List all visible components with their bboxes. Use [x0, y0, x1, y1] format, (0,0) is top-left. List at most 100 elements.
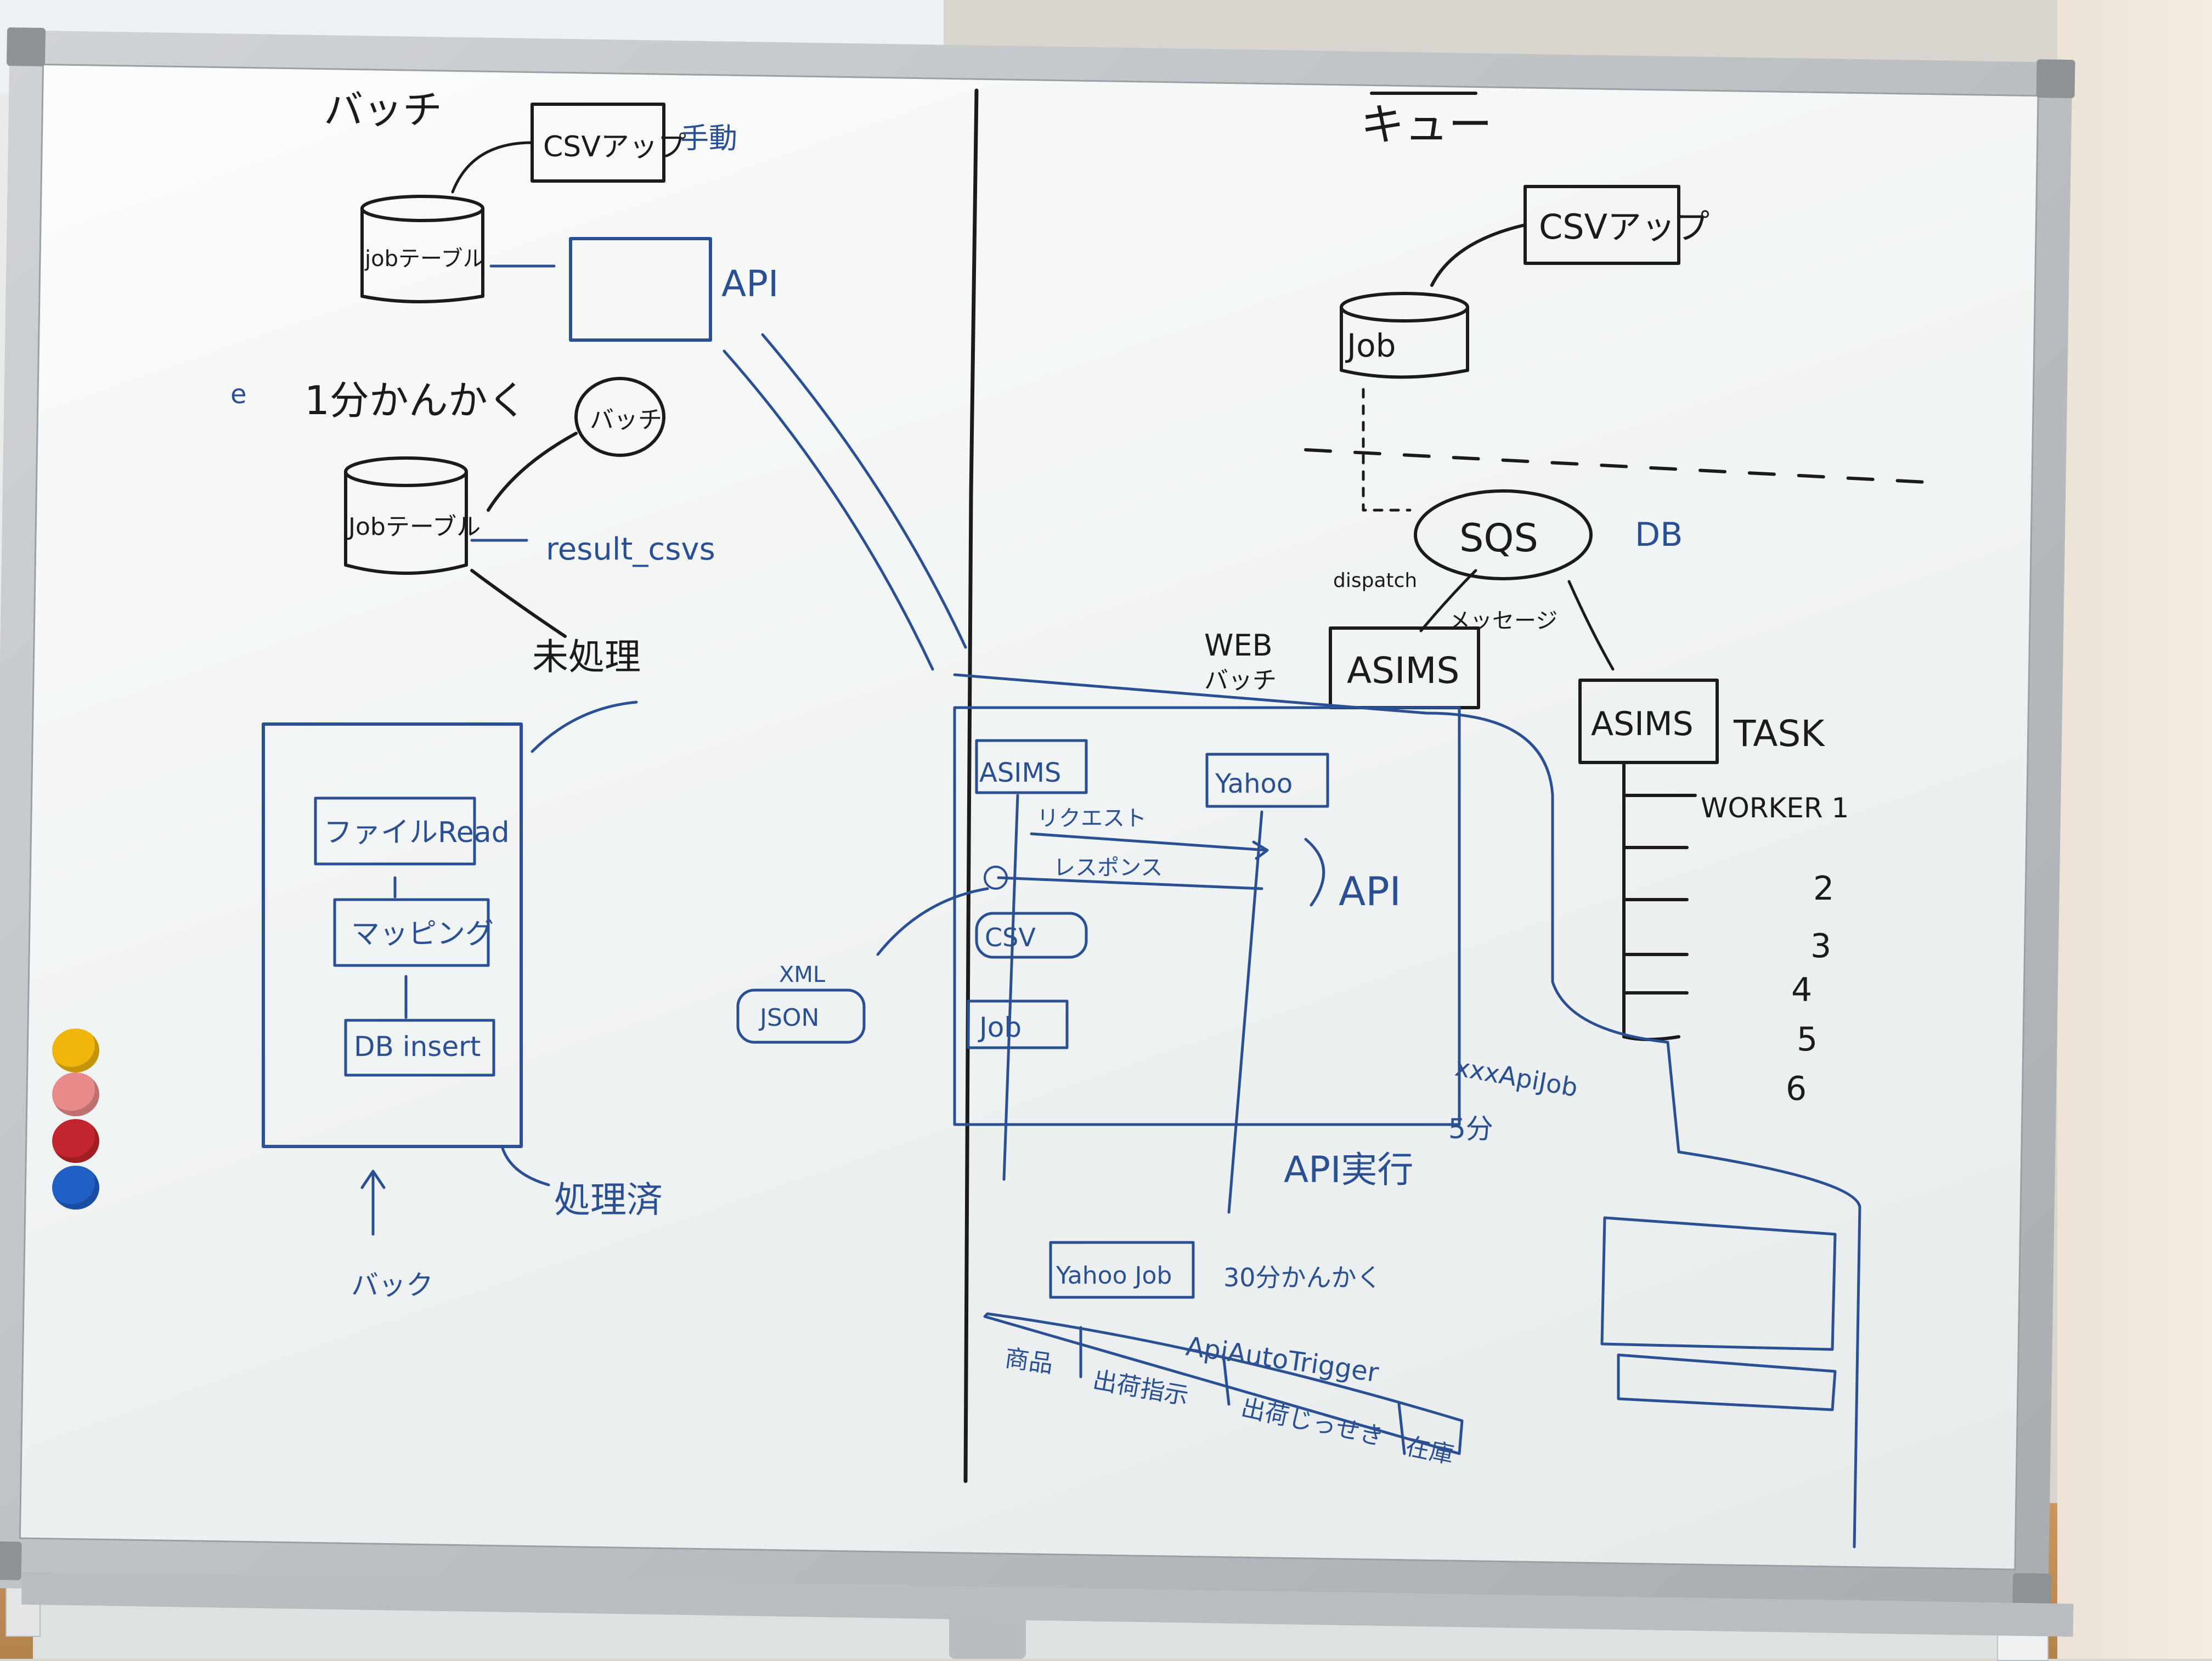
api-label-right: API — [1339, 868, 1401, 914]
magnet-pink[interactable] — [52, 1072, 99, 1116]
job-table-2-top — [344, 456, 468, 487]
interval-marker: e — [230, 379, 247, 410]
seq-circle — [984, 866, 1008, 890]
magnet-blue[interactable] — [52, 1166, 99, 1210]
batch-circle — [574, 377, 665, 457]
arrow-to-unprocessed — [470, 569, 567, 638]
magnet-red[interactable] — [52, 1119, 99, 1163]
json-box — [736, 988, 866, 1044]
worker-5-label: 5 — [1797, 1020, 1818, 1059]
api-box — [569, 237, 712, 342]
unprocessed-label: 未処理 — [532, 636, 641, 678]
auto-trigger-label: ApiAutoTrigger — [1184, 1331, 1380, 1388]
bottom-table — [983, 1312, 1464, 1455]
yahoo-job-box — [1049, 1241, 1195, 1299]
arrow-asims-to-sqs — [1419, 569, 1477, 632]
manual-label: 手動 — [680, 122, 737, 155]
seq-csv-box — [975, 912, 1088, 959]
batch-title: バッチ — [324, 87, 442, 133]
seq-job-label: Job — [978, 1012, 1022, 1043]
dashed-boundary — [1304, 448, 1938, 484]
interval-label: 1分かんかく — [304, 377, 527, 423]
worker-3-label: 3 — [1810, 927, 1831, 965]
yahoo-job-label: Yahoo Job — [1056, 1262, 1172, 1290]
seq-lifelines — [1002, 794, 1263, 1214]
queue-title: キュー — [1361, 99, 1492, 150]
batch-circle-label: バッチ — [590, 406, 662, 434]
arrow-unprocessed-to-box — [531, 700, 638, 753]
sequence-box — [953, 706, 1461, 1126]
sqs-ellipse — [1414, 489, 1593, 580]
web-batch-label-2: バッチ — [1204, 666, 1277, 694]
seq-asims-box — [975, 739, 1088, 794]
table-cell-product: 商品 — [1003, 1344, 1054, 1378]
step-mapping-label: マッピング — [351, 918, 494, 951]
step-file-read — [314, 796, 476, 866]
back-label: バック — [351, 1269, 433, 1301]
magnet-yellow[interactable] — [52, 1029, 99, 1072]
job-table-2-label: Jobテーブル — [347, 513, 481, 541]
seq-csv-label: CSV — [985, 923, 1036, 952]
step-db-insert — [344, 1019, 495, 1077]
api-label-left: API — [721, 263, 778, 305]
asims-task-box — [1578, 679, 1719, 764]
db-label: DB — [1635, 516, 1683, 554]
seq-yahoo-label: Yahoo — [1215, 769, 1293, 799]
job-table-label: jobテーブル — [364, 246, 485, 272]
arrow-csv-to-job-right — [1430, 223, 1527, 287]
arrow-csv-to-xml — [876, 887, 989, 956]
api-bracket — [1304, 838, 1325, 907]
xxx-api-job-label: xxxApiJob — [1453, 1052, 1580, 1103]
job-table-cylinder — [360, 207, 484, 303]
processed-label: 処理済 — [554, 1179, 663, 1221]
arrow-to-processed — [500, 1145, 550, 1187]
xml-label: XML — [779, 962, 826, 987]
processing-box — [262, 722, 523, 1148]
json-label: JSON — [758, 1004, 819, 1032]
table-cell-stock: 在庫 — [1403, 1432, 1457, 1470]
dispatch-label: dispatch — [1333, 569, 1417, 592]
worker-6-label: 6 — [1786, 1070, 1807, 1108]
center-divider — [963, 88, 979, 1483]
csv-app-label-right: CSVアップ — [1539, 207, 1709, 247]
seq-asims-label: ASIMS — [979, 758, 1061, 788]
asims-web-label: ASIMS — [1347, 649, 1459, 692]
asims-task-label: ASIMS — [1591, 705, 1694, 743]
arrow-csv-to-job — [451, 141, 534, 194]
step-file-read-label: ファイルRead — [324, 816, 510, 849]
sqs-label: SQS — [1459, 516, 1538, 561]
arrow-sqs-task — [1567, 580, 1615, 671]
step-mapping — [333, 898, 490, 967]
api-exec-label: API実行 — [1284, 1149, 1413, 1191]
seq-response-arrow — [997, 876, 1263, 890]
table-cell-shipping-actual: 出荷じっせき — [1239, 1394, 1386, 1451]
worker-1-label: WORKER 1 — [1701, 792, 1849, 824]
bottom-table-dividers — [1079, 1326, 1406, 1455]
laptop-sketch — [1600, 1216, 1837, 1411]
task-label: TASK — [1733, 713, 1825, 755]
link-line-2 — [761, 333, 967, 649]
link-line-1 — [723, 349, 934, 671]
seq-request-label: リクエスト — [1037, 806, 1147, 831]
job-label-right: Job — [1345, 327, 1396, 364]
step-connectors — [393, 876, 408, 1019]
thirty-min-label: 30分かんかく — [1223, 1263, 1382, 1292]
worker-2-label: 2 — [1813, 869, 1834, 908]
seq-yahoo-box — [1205, 753, 1329, 808]
arrow-back — [360, 1170, 386, 1236]
job-table-top — [360, 195, 484, 222]
arrow-batch-to-jobtable — [487, 432, 578, 512]
step-db-insert-label: DB insert — [354, 1031, 481, 1063]
seq-job-box — [967, 999, 1069, 1049]
job-table-2-cylinder — [344, 470, 468, 575]
job-cylinder-right — [1340, 306, 1469, 379]
seq-response-label: レスポンス — [1053, 855, 1163, 880]
wall-right — [2057, 0, 2212, 1659]
dotted-job-to-sqs — [1362, 388, 1412, 512]
worker-ladder — [1622, 761, 1697, 1041]
result-csvs-label: result_csvs — [546, 532, 715, 567]
message-label: メッセージ — [1448, 608, 1558, 634]
job-cylinder-top-right — [1340, 292, 1469, 323]
seq-request-arrow — [1030, 832, 1269, 860]
